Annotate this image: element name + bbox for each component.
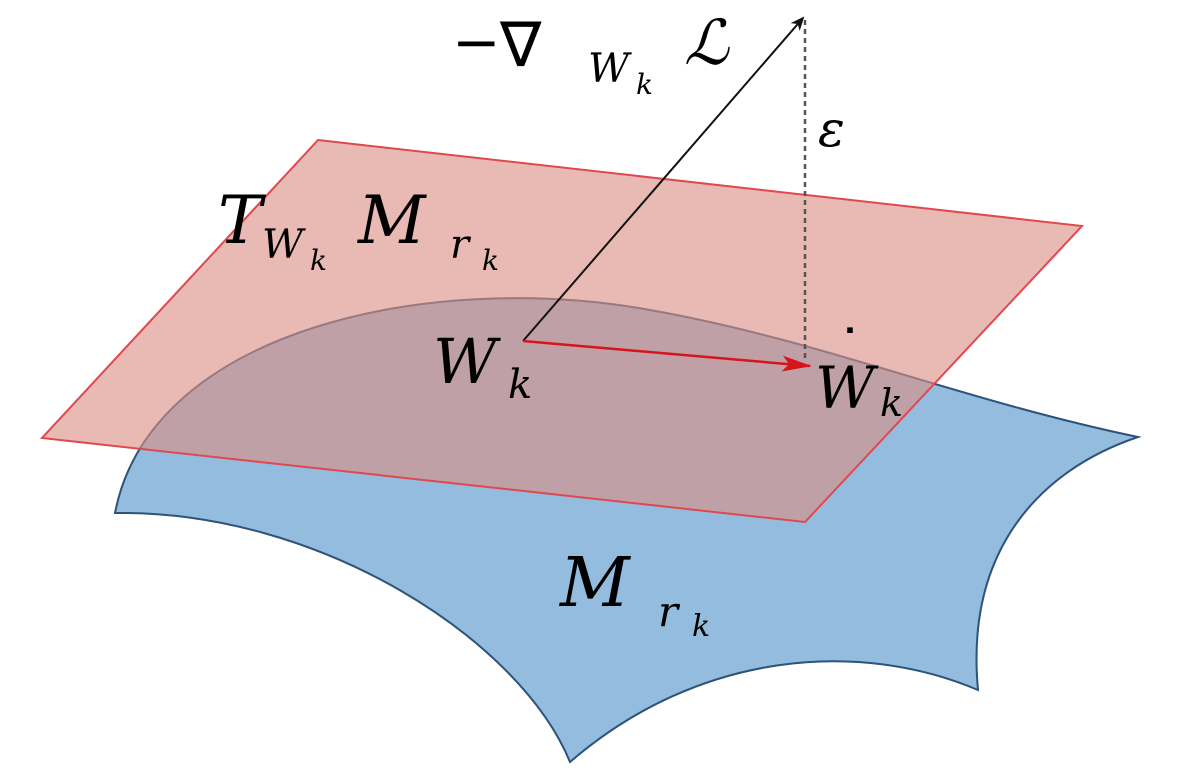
- gradient-minus: −: [452, 8, 501, 76]
- gradient-label: − ∇ W k ℒ: [452, 6, 730, 101]
- tangent-vector-arrow: [522, 339, 812, 372]
- error-label: ε: [818, 100, 845, 158]
- tangent-space-subscript-w: W: [262, 222, 306, 268]
- loss-symbol: ℒ: [684, 6, 730, 79]
- point-label: W k: [433, 325, 532, 408]
- gradient-arrow: [522, 16, 805, 342]
- tangent-space-m: M: [357, 182, 427, 259]
- tangent-plane: [39, 138, 1085, 524]
- gradient-subscript-k: k: [636, 68, 653, 101]
- manifold-subscript-k: k: [692, 609, 710, 644]
- tangent-space-subscript-r: r: [450, 222, 472, 268]
- tangent-space-subscript-k: k: [310, 244, 327, 277]
- point-subscript-k: k: [508, 362, 532, 408]
- tangent-space-subscript-k2: k: [482, 244, 499, 277]
- manifold-subscript-r: r: [658, 587, 681, 636]
- tangent-space-t: T: [218, 182, 267, 259]
- manifold-label: M r k: [558, 544, 710, 644]
- projected-dot: ˙: [836, 319, 864, 384]
- projected-subscript-k: k: [880, 381, 903, 425]
- gradient-subscript-w: W: [588, 46, 632, 92]
- projected-w: W: [815, 354, 879, 422]
- projected-label: ˙ W k: [815, 319, 903, 425]
- point-w: W: [433, 325, 501, 398]
- gradient-nabla: ∇: [499, 8, 542, 81]
- tangent-space-label: T W k M r k: [218, 182, 499, 277]
- manifold-m: M: [558, 544, 632, 623]
